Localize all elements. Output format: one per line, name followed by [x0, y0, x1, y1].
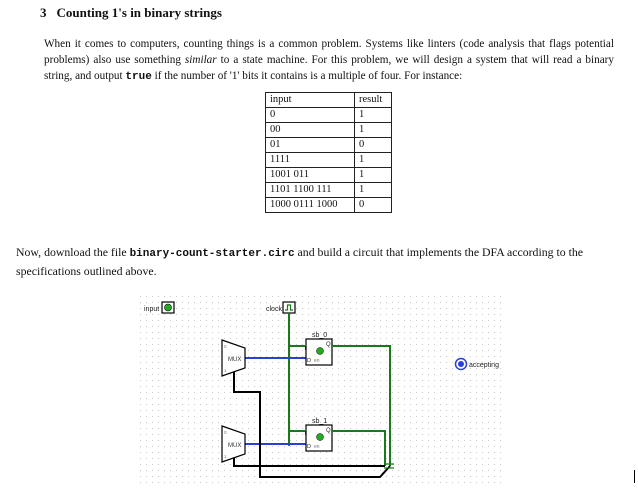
input-pin[interactable]: input — [144, 301, 175, 314]
register-sb0-led — [316, 347, 324, 355]
select-wire — [233, 458, 385, 467]
register-sb1-d: D — [307, 444, 311, 450]
mux-1-sel-0: 0 — [224, 430, 227, 435]
text-cursor — [634, 470, 635, 483]
clock-branch-wire — [289, 345, 305, 432]
section-number: 3 — [40, 5, 47, 20]
instructions-filename: binary-count-starter.circ — [129, 248, 295, 260]
table-cell-result: 1 — [354, 182, 392, 198]
mux-1-sel-1: 1 — [224, 454, 227, 459]
register-sb1[interactable]: sb_1 Q D en — [305, 418, 333, 452]
intro-text-1: When it comes to computers, counting thi… — [44, 38, 614, 66]
instructions-text-2: and build a circuit that implements the … — [16, 245, 584, 278]
register-sb1-led — [316, 433, 324, 441]
register-sb0-d: D — [307, 358, 311, 364]
mux-1[interactable]: MUX 0 1 — [221, 425, 246, 463]
intro-emphasis: similar — [184, 54, 217, 66]
register-sb0-label: sb_0 — [312, 332, 327, 339]
table-header-row: input result — [265, 92, 392, 108]
register-sb1-en: en — [314, 444, 320, 450]
clock-pin-label: clock — [266, 306, 282, 313]
register-sb0[interactable]: sb_0 Q D en — [305, 332, 333, 366]
mux-0-sel-1: 1 — [224, 368, 227, 373]
table-cell-result: 0 — [354, 197, 392, 213]
mux-0-label: MUX — [228, 357, 241, 363]
mux-0-sel-0: 0 — [224, 344, 227, 349]
register-sb1-q: Q — [326, 428, 331, 434]
intro-text-2: to a state machine. For this problem, we… — [44, 54, 614, 82]
canvas-grid — [140, 294, 506, 486]
instructions-text-1: Now, download the file — [16, 245, 130, 259]
reg1-output-wire — [332, 430, 386, 466]
intro-text-3: if the number of '1' bits it contains is… — [151, 70, 463, 82]
accepting-label: accepting — [469, 362, 499, 369]
feedback-wire — [233, 372, 391, 478]
accepting-output[interactable]: accepting — [454, 357, 500, 371]
splitter — [384, 463, 394, 469]
section-heading: 3 Counting 1's in binary strings — [40, 5, 222, 21]
reg0-output-wire — [332, 345, 391, 466]
section-title: Counting 1's in binary strings — [56, 5, 222, 20]
register-sb0-en: en — [314, 358, 320, 364]
instructions-paragraph: Now, download the file binary-count-star… — [16, 244, 632, 280]
intro-paragraph: When it comes to computers, counting thi… — [44, 36, 614, 85]
mux-1-label: MUX — [228, 443, 241, 449]
register-sb0-q: Q — [326, 342, 331, 348]
mux-0[interactable]: MUX 0 1 — [221, 339, 246, 377]
register-sb1-label: sb_1 — [312, 418, 327, 425]
input-pin-label: input — [144, 306, 159, 313]
intro-code-true: true — [125, 71, 152, 83]
